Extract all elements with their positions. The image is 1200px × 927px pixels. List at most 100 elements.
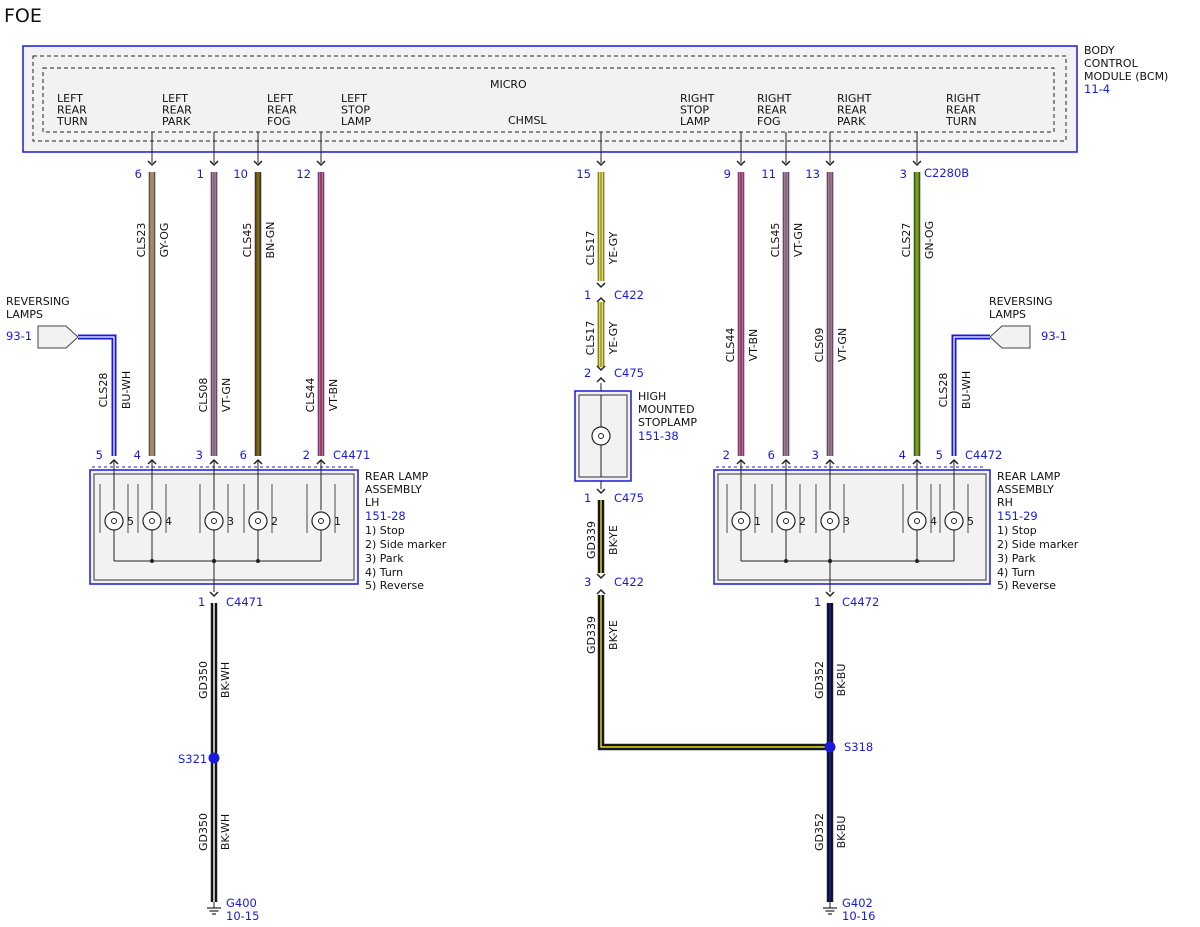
- chmsl-lamp-line1: HIGH: [638, 390, 666, 403]
- splice-s318-icon: [824, 741, 836, 753]
- rh-ref: 151-29: [997, 509, 1038, 523]
- rh-ground-connector-arrow-icon: [825, 591, 835, 598]
- bcm-function-3-line1: STOP: [341, 104, 370, 117]
- reversing-left-label-line1: REVERSING: [6, 295, 70, 308]
- bcm-function-2-line2: FOG: [267, 115, 291, 128]
- right-gnd-circuit-1: GD352: [813, 661, 826, 699]
- left-gnd-color-2: BK-WH: [219, 814, 232, 850]
- bcm-function-4-line0: RIGHT: [680, 92, 715, 105]
- wire-circuit-label: CLS23: [135, 223, 148, 258]
- rh-legend-2: 2) Side marker: [997, 538, 1079, 551]
- reversing-right-circuit: CLS28: [937, 373, 950, 408]
- lamp-pin-number: 5: [936, 448, 943, 462]
- lamp-bulb-label: 2: [271, 515, 278, 528]
- bcm-function-4-line1: STOP: [680, 104, 709, 117]
- right-gnd-color-2: BK-BU: [835, 816, 848, 849]
- rh-legend-5: 5) Reverse: [997, 579, 1056, 592]
- right-ground-ref: 10-16: [842, 909, 875, 923]
- bcm-pin-arrow-icon: [912, 160, 922, 167]
- lamp-bulb-label: 3: [843, 515, 850, 528]
- bcm-pin-arrow-icon: [596, 160, 606, 167]
- bcm-pin-number: 10: [233, 167, 248, 181]
- wire-color-label: BN-GN: [264, 222, 277, 259]
- bcm-function-1-line2: PARK: [162, 115, 191, 128]
- rh-ground-connector: C4472: [842, 595, 879, 609]
- wire-color-label: VT-GN: [220, 378, 233, 412]
- rh-name-line1: REAR LAMP: [997, 470, 1061, 483]
- lamp-bulb-icon: [248, 511, 268, 531]
- bcm-pin-number: 11: [761, 167, 776, 181]
- c422-socket-arrow-icon: [596, 296, 606, 303]
- bcm-pin-number: 15: [576, 167, 591, 181]
- chmsl-lamp-line2: MOUNTED: [638, 403, 695, 416]
- bcm-function-6-line1: REAR: [837, 104, 867, 117]
- bcm-pin-number: 3: [900, 167, 907, 181]
- bcm-chmsl-label: CHMSL: [508, 114, 547, 127]
- chmsl-bulb-icon: [591, 426, 611, 446]
- ground-labels: 1 C4471 1 C4472 GD350 BK-WH GD350 BK-WH …: [178, 595, 879, 923]
- c422-top-pin: 1: [584, 288, 591, 302]
- wire-circuit-label: CLS45: [769, 223, 782, 258]
- bcm-function-0-line0: LEFT: [57, 92, 83, 105]
- bcm-pin-arrow-icon: [781, 160, 791, 167]
- lh-ref: 151-28: [365, 509, 406, 523]
- bcm-function-5-line1: REAR: [757, 104, 787, 117]
- wire-color-label: YE-GY: [607, 321, 620, 355]
- ground-symbol-icon: [207, 902, 221, 915]
- bcm-pin-arrow-icon: [209, 160, 219, 167]
- bcm-pin-number: 1: [197, 167, 204, 181]
- lamp-pin-number: 5: [96, 448, 103, 462]
- wire-color-label: VT-BN: [327, 379, 340, 412]
- wire-circuit-label: CLS44: [304, 378, 317, 413]
- c422-connector-arrow-icon: [596, 282, 606, 289]
- bcm-function-1-line1: REAR: [162, 104, 192, 117]
- left-gnd-circuit-2: GD350: [197, 813, 210, 851]
- reversing-right-label-line1: REVERSING: [989, 295, 1053, 308]
- chmsl-gnd-circuit-1: GD339: [585, 521, 598, 559]
- bcm-function-7-line2: TURN: [945, 115, 977, 128]
- lamp-bulb-label: 2: [799, 515, 806, 528]
- bcm-function-0-line2: TURN: [56, 115, 88, 128]
- lh-legend-1: 1) Stop: [365, 524, 405, 537]
- lh-legend-5: 5) Reverse: [365, 579, 424, 592]
- bcm-function-3-line2: LAMP: [341, 115, 371, 128]
- reversing-right-color: BU-WH: [960, 371, 973, 409]
- right-splice-label: S318: [844, 740, 873, 754]
- left-ground-ref: 10-15: [226, 909, 259, 923]
- wire-color-label: YE-GY: [607, 231, 620, 265]
- lh-name-line2: ASSEMBLY: [365, 483, 422, 496]
- reversing-left-arrow-icon: [37, 325, 79, 349]
- bcm-pin-arrow-icon: [736, 160, 746, 167]
- wire-color-label: VT-GN: [792, 223, 805, 257]
- c475-bottom-pin: 1: [584, 491, 591, 505]
- rh-name-line3: RH: [997, 496, 1013, 509]
- lamp-bulb-icon: [204, 511, 224, 531]
- bcm-function-5-line0: RIGHT: [757, 92, 792, 105]
- bcm-ref: 11-4: [1084, 82, 1110, 96]
- left-ground-label: G400: [226, 896, 257, 910]
- rh-ground-pin: 1: [814, 595, 821, 609]
- lamp-pin-number: 2: [723, 448, 730, 462]
- reversing-lamps-left: REVERSING LAMPS 93-1 CLS28 BU-WH: [6, 295, 133, 456]
- lamp-pin-number: 4: [899, 448, 906, 462]
- bcm-function-3-line0: LEFT: [341, 92, 367, 105]
- lamp-bulb-label: 5: [127, 515, 134, 528]
- splice-s321-icon: [208, 752, 220, 764]
- wire-gd339-lower: [597, 595, 830, 751]
- bcm-micro-label: MICRO: [490, 78, 527, 91]
- lamp-bulb-icon: [104, 511, 124, 531]
- lamp-bulb-label: 4: [930, 515, 937, 528]
- lh-ground-connector: C4471: [226, 595, 263, 609]
- lh-legend-3: 3) Park: [365, 552, 404, 565]
- reversing-left-label-line2: LAMPS: [6, 308, 43, 321]
- chmsl-circuit: 1 C422 2 C475 HIGH MOUNTED STOPLAMP 151-…: [574, 288, 697, 654]
- page-title: FOE: [4, 5, 42, 27]
- wire-circuit-label: CLS45: [241, 223, 254, 258]
- reversing-left-ref: 93-1: [6, 329, 32, 343]
- lamp-pin-number: 6: [768, 448, 775, 462]
- bcm-function-7-line1: REAR: [946, 104, 976, 117]
- lamp-bulb-icon: [731, 511, 751, 531]
- wire-color-label: VT-BN: [747, 329, 760, 362]
- rh-legend-4: 4) Turn: [997, 566, 1035, 579]
